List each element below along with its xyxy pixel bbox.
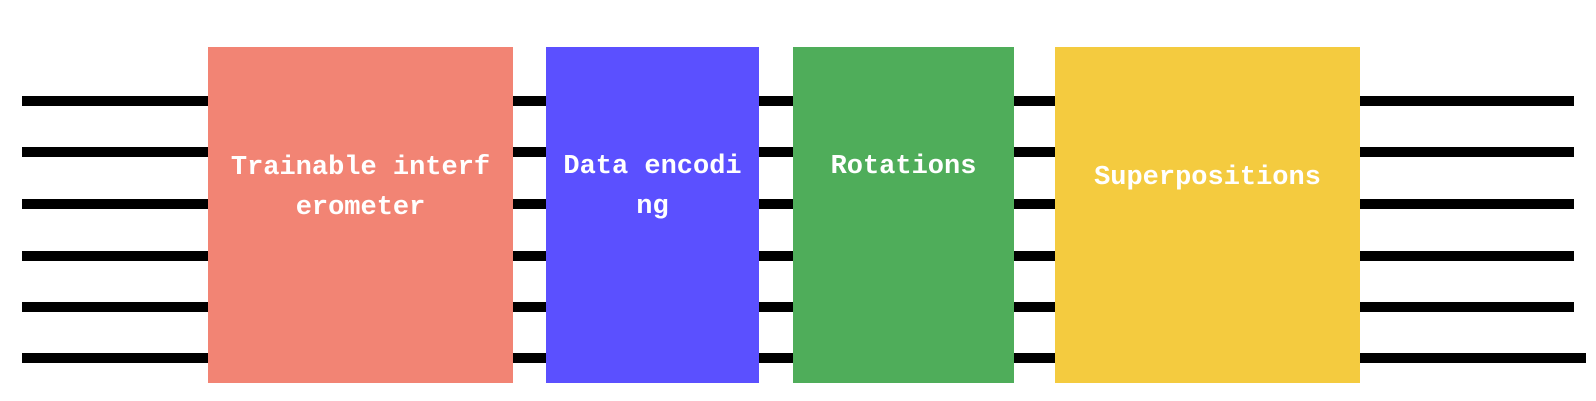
trainable-interferometer-block: Trainable interferometer bbox=[208, 47, 513, 383]
trainable-interferometer-label: Trainable interferometer bbox=[230, 153, 491, 223]
superpositions-label: Superpositions bbox=[1094, 162, 1321, 193]
rotations-label: Rotations bbox=[830, 151, 977, 182]
superpositions-block: Superpositions bbox=[1055, 47, 1360, 383]
rotations-block: Rotations bbox=[793, 47, 1014, 383]
data-encoding-block: Data encoding bbox=[546, 47, 759, 383]
data-encoding-label: Data encoding bbox=[563, 152, 742, 222]
